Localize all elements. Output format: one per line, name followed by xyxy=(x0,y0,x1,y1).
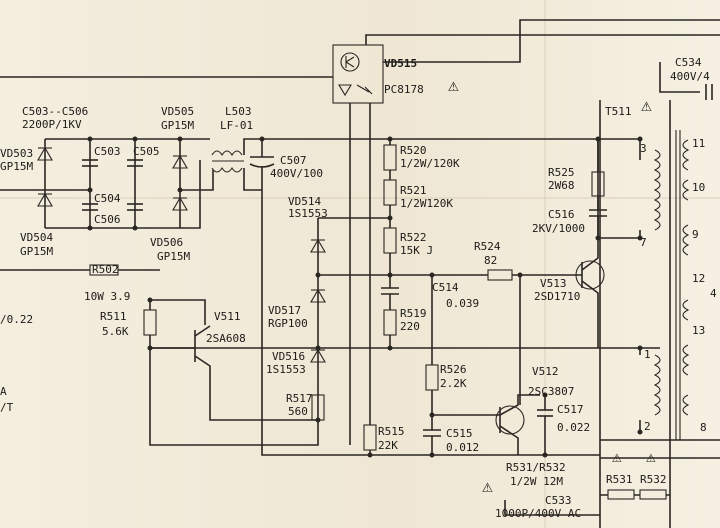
label-v513-type: 2SD1710 xyxy=(534,290,581,303)
label-c506: C506 xyxy=(94,213,121,226)
label-vd504: VD504 xyxy=(20,231,54,244)
label-vd516-type: 1S1553 xyxy=(266,363,306,376)
pin-7: 7 xyxy=(640,236,647,249)
pin-12: 12 xyxy=(692,272,706,285)
pin-11: 11 xyxy=(692,137,706,150)
label-left-vt: /T xyxy=(0,401,14,414)
label-c516-value: 2KV/1000 xyxy=(532,222,585,235)
pin-8: 8 xyxy=(700,421,707,434)
label-v511-type: 2SA608 xyxy=(206,332,246,345)
label-r520: R520 xyxy=(400,144,427,157)
label-r522-value: 15K J xyxy=(400,244,434,257)
label-r502: R502 xyxy=(92,263,119,276)
label-r515: R515 xyxy=(378,425,405,438)
label-vd506: VD506 xyxy=(150,236,184,249)
label-r521: R521 xyxy=(400,184,427,197)
label-r521-value: 1/2W120K xyxy=(400,197,453,210)
label-vd506-type: GP15M xyxy=(157,250,191,263)
label-c514-value: 0.039 xyxy=(446,297,480,310)
label-r525-value: 2W68 xyxy=(548,179,575,192)
warning-icon-r532: ⚠ xyxy=(646,447,656,466)
label-c507-value: 400V/100 xyxy=(270,167,323,180)
pin-2: 2 xyxy=(644,420,651,433)
label-lf01: LF-01 xyxy=(220,119,254,132)
label-vd516: VD516 xyxy=(272,350,306,363)
pin-13: 13 xyxy=(692,324,706,337)
label-pc8178: PC8178 xyxy=(384,83,424,96)
label-vd514-type: 1S1553 xyxy=(288,207,328,220)
label-c515-value: 0.012 xyxy=(446,441,480,454)
label-c533: C533 xyxy=(545,494,572,507)
label-c534-value: 400V/4 xyxy=(670,70,710,83)
label-r525: R525 xyxy=(548,166,575,179)
label-r524-value: 82 xyxy=(484,254,498,267)
label-v512: V512 xyxy=(532,365,559,378)
label-vd515: VD515 xyxy=(384,57,418,70)
label-v511: V511 xyxy=(214,310,241,323)
label-vd505: VD505 xyxy=(161,105,195,118)
label-c515: C515 xyxy=(446,427,473,440)
label-r531-r532: R531/R532 xyxy=(506,461,566,474)
optocoupler-box xyxy=(332,44,384,104)
label-r526: R526 xyxy=(440,363,467,376)
pin-4: 4 xyxy=(710,287,717,300)
label-left-022: /0.22 xyxy=(0,313,34,326)
label-c517-value: 0.022 xyxy=(557,421,591,434)
label-vd505-type: GP15M xyxy=(161,119,195,132)
label-r511: R511 xyxy=(100,310,127,323)
label-c516: C516 xyxy=(548,208,575,221)
pin-1: 1 xyxy=(644,348,651,361)
label-r517-value: 560 xyxy=(288,405,308,418)
junction-dots xyxy=(87,136,643,458)
label-vd503: VD503 xyxy=(0,147,34,160)
label-vd517-type: RGP100 xyxy=(268,317,308,330)
pin-9: 9 xyxy=(692,228,699,241)
warning-icon-t511: ⚠ xyxy=(641,95,652,116)
label-vd503-type: GP15M xyxy=(0,160,34,173)
label-left-a: A xyxy=(0,385,7,398)
label-r520-value: 1/2W/120K xyxy=(400,157,460,170)
warning-icon-bottom: ⚠ xyxy=(482,476,493,497)
warning-icon-r531: ⚠ xyxy=(612,447,622,466)
label-r531-r532-value: 1/2W 12M xyxy=(510,475,563,488)
label-v513: V513 xyxy=(540,277,567,290)
label-r519-value: 220 xyxy=(400,320,420,333)
label-r517: R517 xyxy=(286,392,313,405)
label-c504: C504 xyxy=(94,192,121,205)
label-r531: R531 xyxy=(606,473,633,486)
label-c517: C517 xyxy=(557,403,584,416)
label-c533-value: 1000P/400V AC xyxy=(495,507,582,520)
label-r524: R524 xyxy=(474,240,501,253)
label-cap-2200: 2200P/1KV xyxy=(22,118,82,131)
pin-3: 3 xyxy=(640,142,647,155)
label-r515-value: 22K xyxy=(378,439,398,452)
label-c514: C514 xyxy=(432,281,459,294)
label-c534: C534 xyxy=(675,56,702,69)
label-c503: C503 xyxy=(94,145,121,158)
label-vd514: VD514 xyxy=(288,195,322,208)
label-l503: L503 xyxy=(225,105,252,118)
label-c507: C507 xyxy=(280,154,307,167)
warning-icon: ⚠ xyxy=(448,75,459,96)
label-t511: T511 xyxy=(605,105,632,118)
label-v512-type: 2SC3807 xyxy=(528,385,575,398)
pin-10: 10 xyxy=(692,181,706,194)
label-r522: R522 xyxy=(400,231,427,244)
label-r519: R519 xyxy=(400,307,427,320)
label-vd504-type: GP15M xyxy=(20,245,54,258)
label-c503-c506: C503--C506 xyxy=(22,105,89,118)
label-r526-value: 2.2K xyxy=(440,377,467,390)
label-vd517: VD517 xyxy=(268,304,302,317)
label-r511-value: 5.6K xyxy=(102,325,129,338)
label-r532: R532 xyxy=(640,473,667,486)
label-r502-value: 10W 3.9 xyxy=(84,290,131,303)
label-c505: C505 xyxy=(133,145,160,158)
